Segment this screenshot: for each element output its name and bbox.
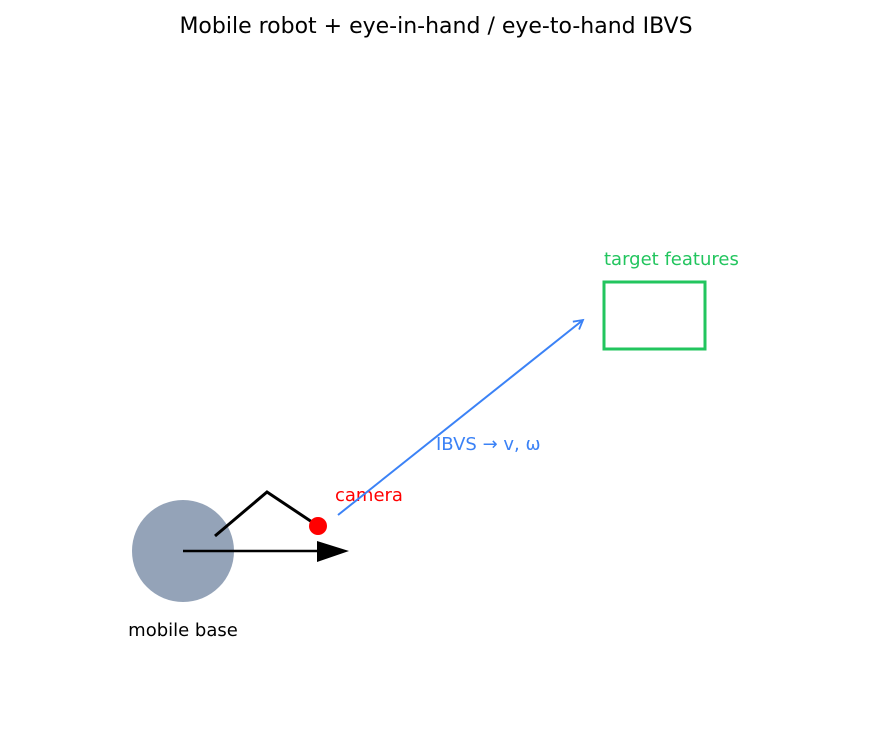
ibvs-label: IBVS → v, ω [436, 434, 541, 455]
camera-marker [309, 517, 327, 535]
mobile-base-label: mobile base [128, 620, 238, 641]
manipulator-arm [214, 490, 319, 538]
target-features-label: target features [604, 249, 739, 270]
ibvs-arrow [337, 318, 585, 516]
diagram-title: Mobile robot + eye-in-hand / eye-to-hand… [179, 14, 692, 39]
camera-label: camera [335, 485, 403, 506]
target-features-box [602, 280, 707, 351]
heading-arrow-head [317, 541, 349, 562]
